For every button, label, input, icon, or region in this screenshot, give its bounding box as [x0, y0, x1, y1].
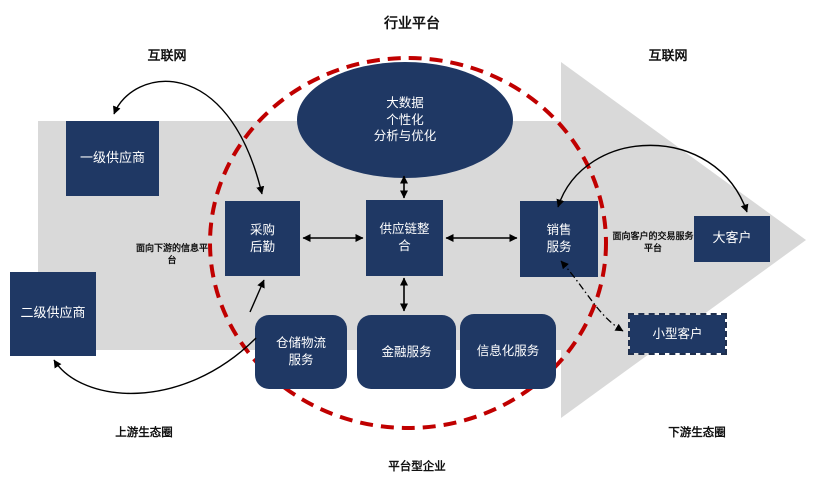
node-warehouse-logistics-label: 仓储物流 服务 [275, 335, 326, 367]
internet-left-label: 互联网 [147, 49, 187, 64]
node-finance-service: 金融服务 [357, 315, 456, 389]
node-warehouse-logistics: 仓储物流 服务 [255, 315, 347, 389]
node-procurement-label: 采购 后勤 [249, 221, 275, 254]
node-tier2-supplier: 二级供应商 [10, 272, 96, 356]
downstream-ecosystem-label: 下游生态圈 [668, 425, 726, 439]
node-big-customer: 大客户 [694, 216, 770, 262]
node-supply-chain: 供应链整 合 [366, 200, 443, 276]
node-big-data-label: 大数据 个性化 分析与优化 [373, 94, 437, 144]
node-tier1-supplier: 一级供应商 [66, 121, 159, 196]
trade-platform-label: 面向客户的交易服务 平台 [612, 232, 694, 255]
upstream-ecosystem-label: 上游生态圈 [115, 425, 173, 439]
node-big-customer-label: 大客户 [712, 231, 752, 247]
info-platform-label: 面向下游的信息平 台 [135, 244, 208, 267]
diagram-title: 行业平台 [384, 16, 440, 32]
node-sales: 销售 服务 [520, 201, 598, 277]
node-sales-label: 销售 服务 [546, 222, 572, 254]
node-info-service: 信息化服务 [460, 314, 556, 389]
node-tier2-supplier-label: 二级供应商 [20, 306, 86, 322]
arrow-warehouse-procurement [249, 279, 265, 313]
node-small-customer-label: 小型客户 [652, 325, 703, 341]
node-tier1-supplier-label: 一级供应商 [79, 150, 145, 166]
internet-right-label: 互联网 [648, 49, 688, 64]
platform-enterprise-label: 平台型企业 [388, 459, 446, 473]
node-small-customer: 小型客户 [628, 313, 727, 355]
node-supply-chain-label: 供应链整 合 [379, 221, 430, 253]
node-big-data: 大数据 个性化 分析与优化 [297, 62, 513, 178]
node-finance-service-label: 金融服务 [381, 343, 432, 359]
node-procurement: 采购 后勤 [225, 201, 300, 276]
node-info-service-label: 信息化服务 [476, 343, 540, 359]
